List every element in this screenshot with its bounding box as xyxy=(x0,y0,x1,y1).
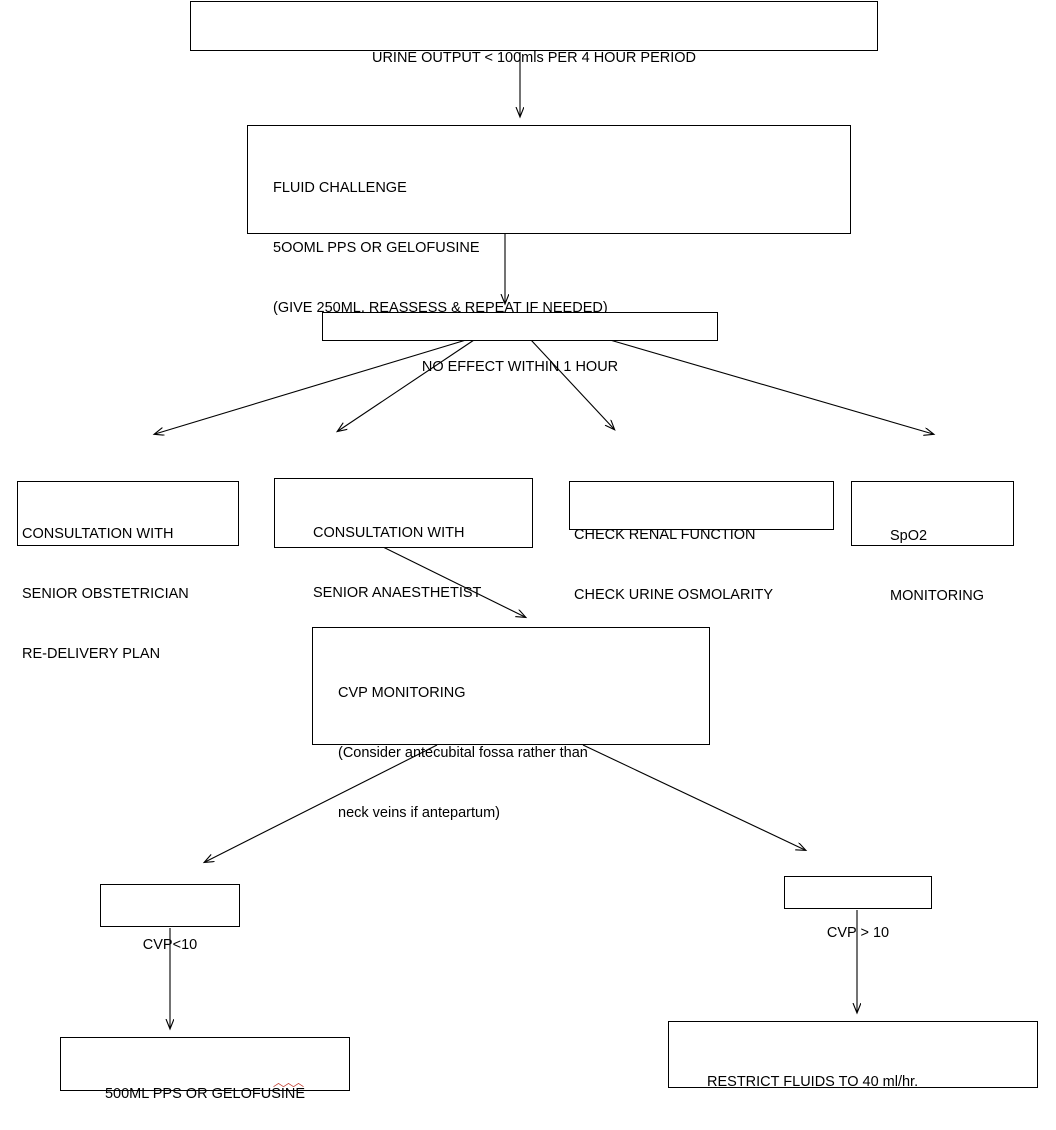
arrow-anaesthetist-to-cvp xyxy=(382,546,525,617)
node-spo2-monitoring-line-2: MONITORING xyxy=(890,588,984,604)
node-cvp-monitoring-line-1: CVP MONITORING xyxy=(338,685,466,701)
node-spo2-monitoring-line-1: SpO2 xyxy=(890,528,928,544)
node-urine-output-line-1: URINE OUTPUT < 100mls PER 4 HOUR PERIOD xyxy=(371,50,697,66)
node-cvp-monitoring-line-3: neck veins if antepartum) xyxy=(338,805,500,821)
node-cvp-less-10-line-1: CVP<10 xyxy=(142,937,198,953)
node-consult-anaesthetist: CONSULTATION WITH SENIOR ANAESTHETIST RE… xyxy=(274,478,533,661)
node-consult-anaesthetist-line-1: CONSULTATION WITH xyxy=(313,525,465,541)
node-spo2-monitoring: SpO2 MONITORING xyxy=(851,481,1014,604)
spellcheck-underline-icon: ︿︿︿ xyxy=(273,1077,304,1089)
node-no-effect: NO EFFECT WITHIN 1 HOUR xyxy=(322,312,718,375)
node-consult-obstetrician-line-3: RE-DELIVERY PLAN xyxy=(22,646,161,662)
node-restrict-fluids-line-1: RESTRICT FLUIDS TO 40 ml/hr. xyxy=(707,1074,919,1090)
node-cvp-monitoring-line-2: (Consider antecubital fossa rather than xyxy=(338,745,588,761)
node-consult-obstetrician-line-2: SENIOR OBSTETRICIAN xyxy=(22,586,189,602)
arrow-noeffect-to-anaesthetist xyxy=(338,339,475,431)
node-fluid-challenge-line-1: FLUID CHALLENGE xyxy=(273,180,407,196)
node-urine-output: URINE OUTPUT < 100mls PER 4 HOUR PERIOD xyxy=(190,1,878,66)
node-pps-gelofusine-line-1: 500ML PPS OR GELOFUSINE xyxy=(104,1086,306,1102)
arrow-noeffect-to-spo2 xyxy=(609,339,933,434)
node-cvp-more-10-line-1: CVP > 10 xyxy=(826,925,890,941)
arrow-cvp-to-cvp-more xyxy=(582,744,805,850)
node-fluid-challenge: FLUID CHALLENGE 5OOML PPS OR GELOFUSINE … xyxy=(247,125,851,316)
node-cvp-less-10: CVP<10 xyxy=(100,884,240,953)
node-restrict-fluids: RESTRICT FLUIDS TO 40 ml/hr. FRUSEMIDE 2… xyxy=(668,1021,1038,1090)
arrow-cvp-to-cvp-less xyxy=(205,744,438,862)
node-cvp-monitoring: CVP MONITORING (Consider antecubital fos… xyxy=(312,627,710,821)
node-fluid-challenge-line-2: 5OOML PPS OR GELOFUSINE xyxy=(273,240,480,256)
arrow-noeffect-to-renal xyxy=(530,339,614,429)
node-cvp-more-10: CVP > 10 xyxy=(784,876,932,941)
node-check-renal: CHECK RENAL FUNCTION CHECK URINE OSMOLAR… xyxy=(569,481,834,603)
arrow-noeffect-to-obstetrician xyxy=(155,339,467,434)
node-check-renal-line-1: CHECK RENAL FUNCTION xyxy=(574,527,756,543)
node-no-effect-line-1: NO EFFECT WITHIN 1 HOUR xyxy=(421,359,619,375)
node-consult-obstetrician: CONSULTATION WITH SENIOR OBSTETRICIAN RE… xyxy=(17,481,239,662)
node-consult-anaesthetist-line-2: SENIOR ANAESTHETIST xyxy=(313,585,482,601)
node-pps-gelofusine: 500ML PPS OR GELOFUSINE (250ml bolus, re… xyxy=(60,1037,350,1102)
node-check-renal-line-2: CHECK URINE OSMOLARITY xyxy=(574,587,773,603)
node-consult-obstetrician-line-1: CONSULTATION WITH xyxy=(22,526,174,542)
